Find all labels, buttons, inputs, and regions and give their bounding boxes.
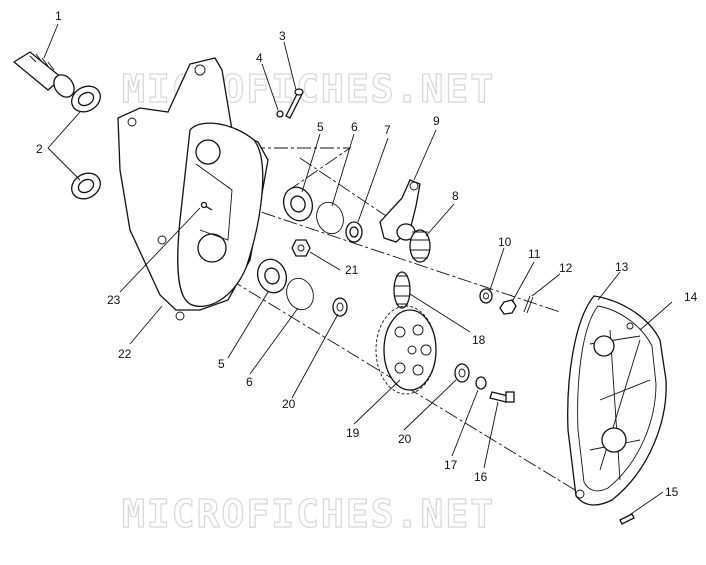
callout-4: 4 <box>256 51 263 65</box>
callout-11: 11 <box>528 247 541 261</box>
callout-7: 7 <box>384 123 391 137</box>
callout-16: 16 <box>474 470 488 484</box>
washer-17 <box>475 376 487 390</box>
callout-17: 17 <box>444 458 458 472</box>
nut-11 <box>499 299 517 315</box>
snap-ring-upper <box>316 201 344 235</box>
callout-labels: 1 2 3 4 5 5 6 6 7 8 9 10 11 12 13 14 15 … <box>36 9 698 499</box>
callout-6-upper: 6 <box>351 120 358 134</box>
input-shaft <box>12 51 75 98</box>
callout-6-lower: 6 <box>246 375 253 389</box>
tensioner-arm <box>379 179 421 243</box>
callout-2: 2 <box>36 142 43 156</box>
seal-upper <box>71 85 101 113</box>
callout-20-right: 20 <box>398 432 412 446</box>
snap-ring-lower <box>286 277 314 311</box>
callout-1: 1 <box>55 9 62 23</box>
watermark-bottom: MICROFICHES.NET <box>122 492 495 536</box>
callout-12: 12 <box>559 261 573 275</box>
callout-19: 19 <box>346 426 360 440</box>
callout-5-lower: 5 <box>218 357 225 371</box>
spacer-7 <box>345 221 363 243</box>
callout-10: 10 <box>498 235 512 249</box>
leader-lines <box>43 23 673 517</box>
callout-5-upper: 5 <box>317 120 324 134</box>
large-gear <box>375 305 437 395</box>
callout-8: 8 <box>452 189 459 203</box>
cotter-pin-12 <box>523 295 534 314</box>
callout-23: 23 <box>107 293 121 307</box>
chaincase-housing <box>117 57 269 321</box>
sprocket-18 <box>393 271 411 309</box>
callout-20-left: 20 <box>282 397 296 411</box>
washer-10 <box>479 288 493 304</box>
bolt-16 <box>489 391 515 403</box>
nut-21 <box>291 239 311 257</box>
screw-15 <box>619 513 635 525</box>
washer-20-lower <box>454 363 470 383</box>
sprocket-8 <box>409 229 431 263</box>
callout-21: 21 <box>345 263 359 277</box>
seal-lower <box>71 172 101 200</box>
chaincase-cover <box>567 295 667 506</box>
washer-20-upper <box>332 297 348 317</box>
bearing-lower <box>256 258 288 294</box>
callout-3: 3 <box>279 29 286 43</box>
screw-23 <box>200 201 213 211</box>
callout-18: 18 <box>472 333 486 347</box>
bearing-upper <box>282 186 314 222</box>
callout-14: 14 <box>684 290 698 304</box>
callout-9: 9 <box>433 114 440 128</box>
callout-22: 22 <box>118 347 132 361</box>
callout-13: 13 <box>615 260 629 274</box>
callout-15: 15 <box>665 485 679 499</box>
bolt-3 <box>285 88 304 119</box>
washer-4 <box>276 110 284 118</box>
